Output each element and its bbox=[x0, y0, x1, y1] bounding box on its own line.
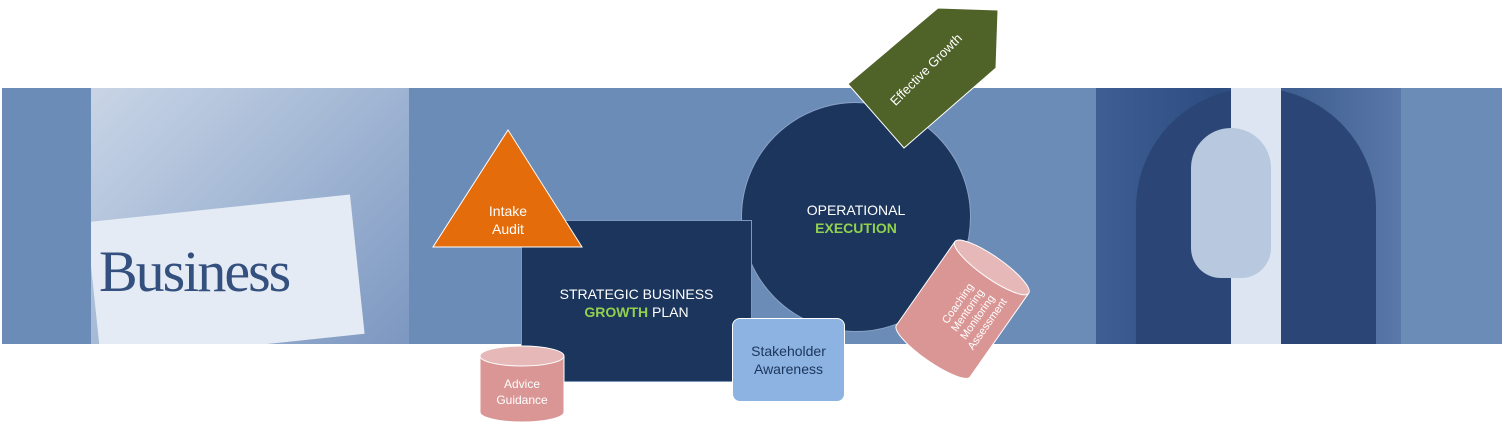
awareness-label: Awareness bbox=[753, 361, 823, 377]
thumbs-up-hand bbox=[1191, 128, 1271, 278]
growth-plan-label: GROWTH PLAN bbox=[522, 303, 751, 321]
stakeholder-awareness-box: Stakeholder Awareness bbox=[732, 318, 845, 402]
effective-growth-tag bbox=[847, 7, 999, 149]
newspaper-headline: Business bbox=[99, 239, 291, 304]
stakeholder-label: Stakeholder bbox=[751, 343, 826, 359]
guidance-label: Guidance bbox=[496, 393, 548, 407]
intake-label: Intake bbox=[488, 203, 528, 219]
thumbs-up-photo bbox=[1096, 88, 1401, 344]
coaching-cylinder bbox=[895, 239, 1030, 379]
execution-label: EXECUTION bbox=[815, 220, 897, 236]
business-newspaper-photo: Business bbox=[91, 88, 409, 344]
advice-guidance-cylinder bbox=[479, 345, 565, 423]
strategic-business-label: STRATEGIC BUSINESS bbox=[559, 286, 714, 302]
audit-label: Audit bbox=[492, 221, 524, 237]
operational-label: OPERATIONAL bbox=[806, 202, 906, 218]
intake-audit-triangle bbox=[432, 129, 583, 248]
plan-word: PLAN bbox=[652, 304, 689, 320]
growth-word: GROWTH bbox=[584, 304, 649, 320]
advice-guidance-text: Advice Guidance bbox=[480, 376, 564, 408]
intake-audit-text: Intake Audit bbox=[470, 202, 546, 238]
advice-label: Advice bbox=[503, 377, 541, 391]
